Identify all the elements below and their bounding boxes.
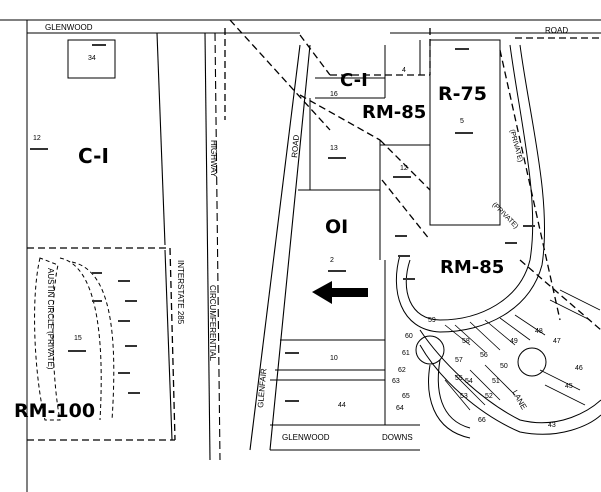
glenwood-road-lines (27, 19, 601, 34)
parcel-area-marks (30, 44, 535, 402)
zone-label-c1-west: C-I (78, 144, 109, 168)
road-label-lane: LANE (510, 389, 528, 412)
zone-label-rm85-north: RM-85 (362, 102, 426, 123)
lot-46: 46 (575, 365, 583, 372)
road-label-road-vertical: ROAD (290, 134, 301, 158)
lot-47: 47 (553, 338, 561, 345)
private-drive-curves (395, 44, 601, 435)
parcel-lines (67, 39, 501, 425)
lot-44: 44 (338, 402, 346, 409)
road-label-circumferential: CIRCUMFERENTIAL (208, 285, 217, 362)
lot-13: 13 (330, 145, 338, 152)
lot-53: 53 (460, 393, 468, 400)
zone-label-oi: OI (325, 216, 348, 238)
lot-16: 16 (330, 91, 338, 98)
lot-34: 34 (88, 55, 96, 62)
lot-numbers: 34 12 15 16 4 5 13 12 2 10 44 59 60 58 5… (33, 55, 583, 429)
zone-label-rm85-south: RM-85 (440, 257, 504, 278)
lot-56: 56 (480, 352, 488, 359)
lot-66: 66 (478, 417, 486, 424)
lot-65: 65 (402, 393, 410, 400)
austin-circle-road (34, 257, 115, 421)
lot-12-east: 12 (400, 165, 408, 172)
lot-52: 52 (485, 393, 493, 400)
road-label-highway: HIGHWAY (209, 140, 218, 178)
lot-55: 55 (455, 375, 463, 382)
lot-2: 2 (330, 257, 334, 264)
road-label-glenwood: GLENWOOD (45, 23, 93, 32)
lot-60: 60 (405, 333, 413, 340)
lot-63: 63 (392, 378, 400, 385)
lot-48: 48 (535, 328, 543, 335)
road-label-glenwood-bottom: GLENWOOD (282, 433, 330, 442)
road-label-road-ne: ROAD (545, 26, 568, 35)
zoning-boundaries (27, 19, 601, 441)
lot-61: 61 (402, 350, 410, 357)
road-label-glenfair: GLENFAIR (256, 368, 268, 408)
cul-de-sacs (415, 335, 547, 439)
zone-label-rm100: RM-100 (14, 400, 95, 422)
lot-5: 5 (460, 118, 464, 125)
zone-label-r75: R-75 (438, 83, 487, 105)
road-label-interstate: INTERSTATE 285 (176, 260, 185, 325)
lot-59: 59 (428, 317, 436, 324)
lot-43: 43 (548, 422, 556, 429)
lot-49: 49 (510, 338, 518, 345)
lot-51: 51 (492, 378, 500, 385)
lot-64: 64 (396, 405, 404, 412)
lot-54: 54 (465, 378, 473, 385)
road-label-private-ne: (PRIVATE) (491, 201, 520, 230)
road-label-downs: DOWNS (382, 433, 413, 442)
lot-15: 15 (74, 335, 82, 342)
subdivision-lots (444, 289, 601, 411)
road-label-private-east: (PRIVATE) (508, 129, 523, 163)
lot-57: 57 (455, 357, 463, 364)
lot-4: 4 (402, 67, 406, 74)
highway-lines (156, 32, 221, 461)
subject-arrow-icon (312, 281, 368, 304)
lot-10: 10 (330, 355, 338, 362)
lot-50: 50 (500, 363, 508, 370)
lot-58: 58 (462, 338, 470, 345)
zone-label-c1-east: C-I (340, 70, 368, 91)
lot-12-west: 12 (33, 135, 41, 142)
road-label-austin-circle: AUSTIN CIRCLE (PRIVATE) (46, 268, 55, 370)
lot-45: 45 (565, 383, 573, 390)
glenfair-road-lines (249, 44, 420, 451)
lot-62: 62 (398, 367, 406, 374)
